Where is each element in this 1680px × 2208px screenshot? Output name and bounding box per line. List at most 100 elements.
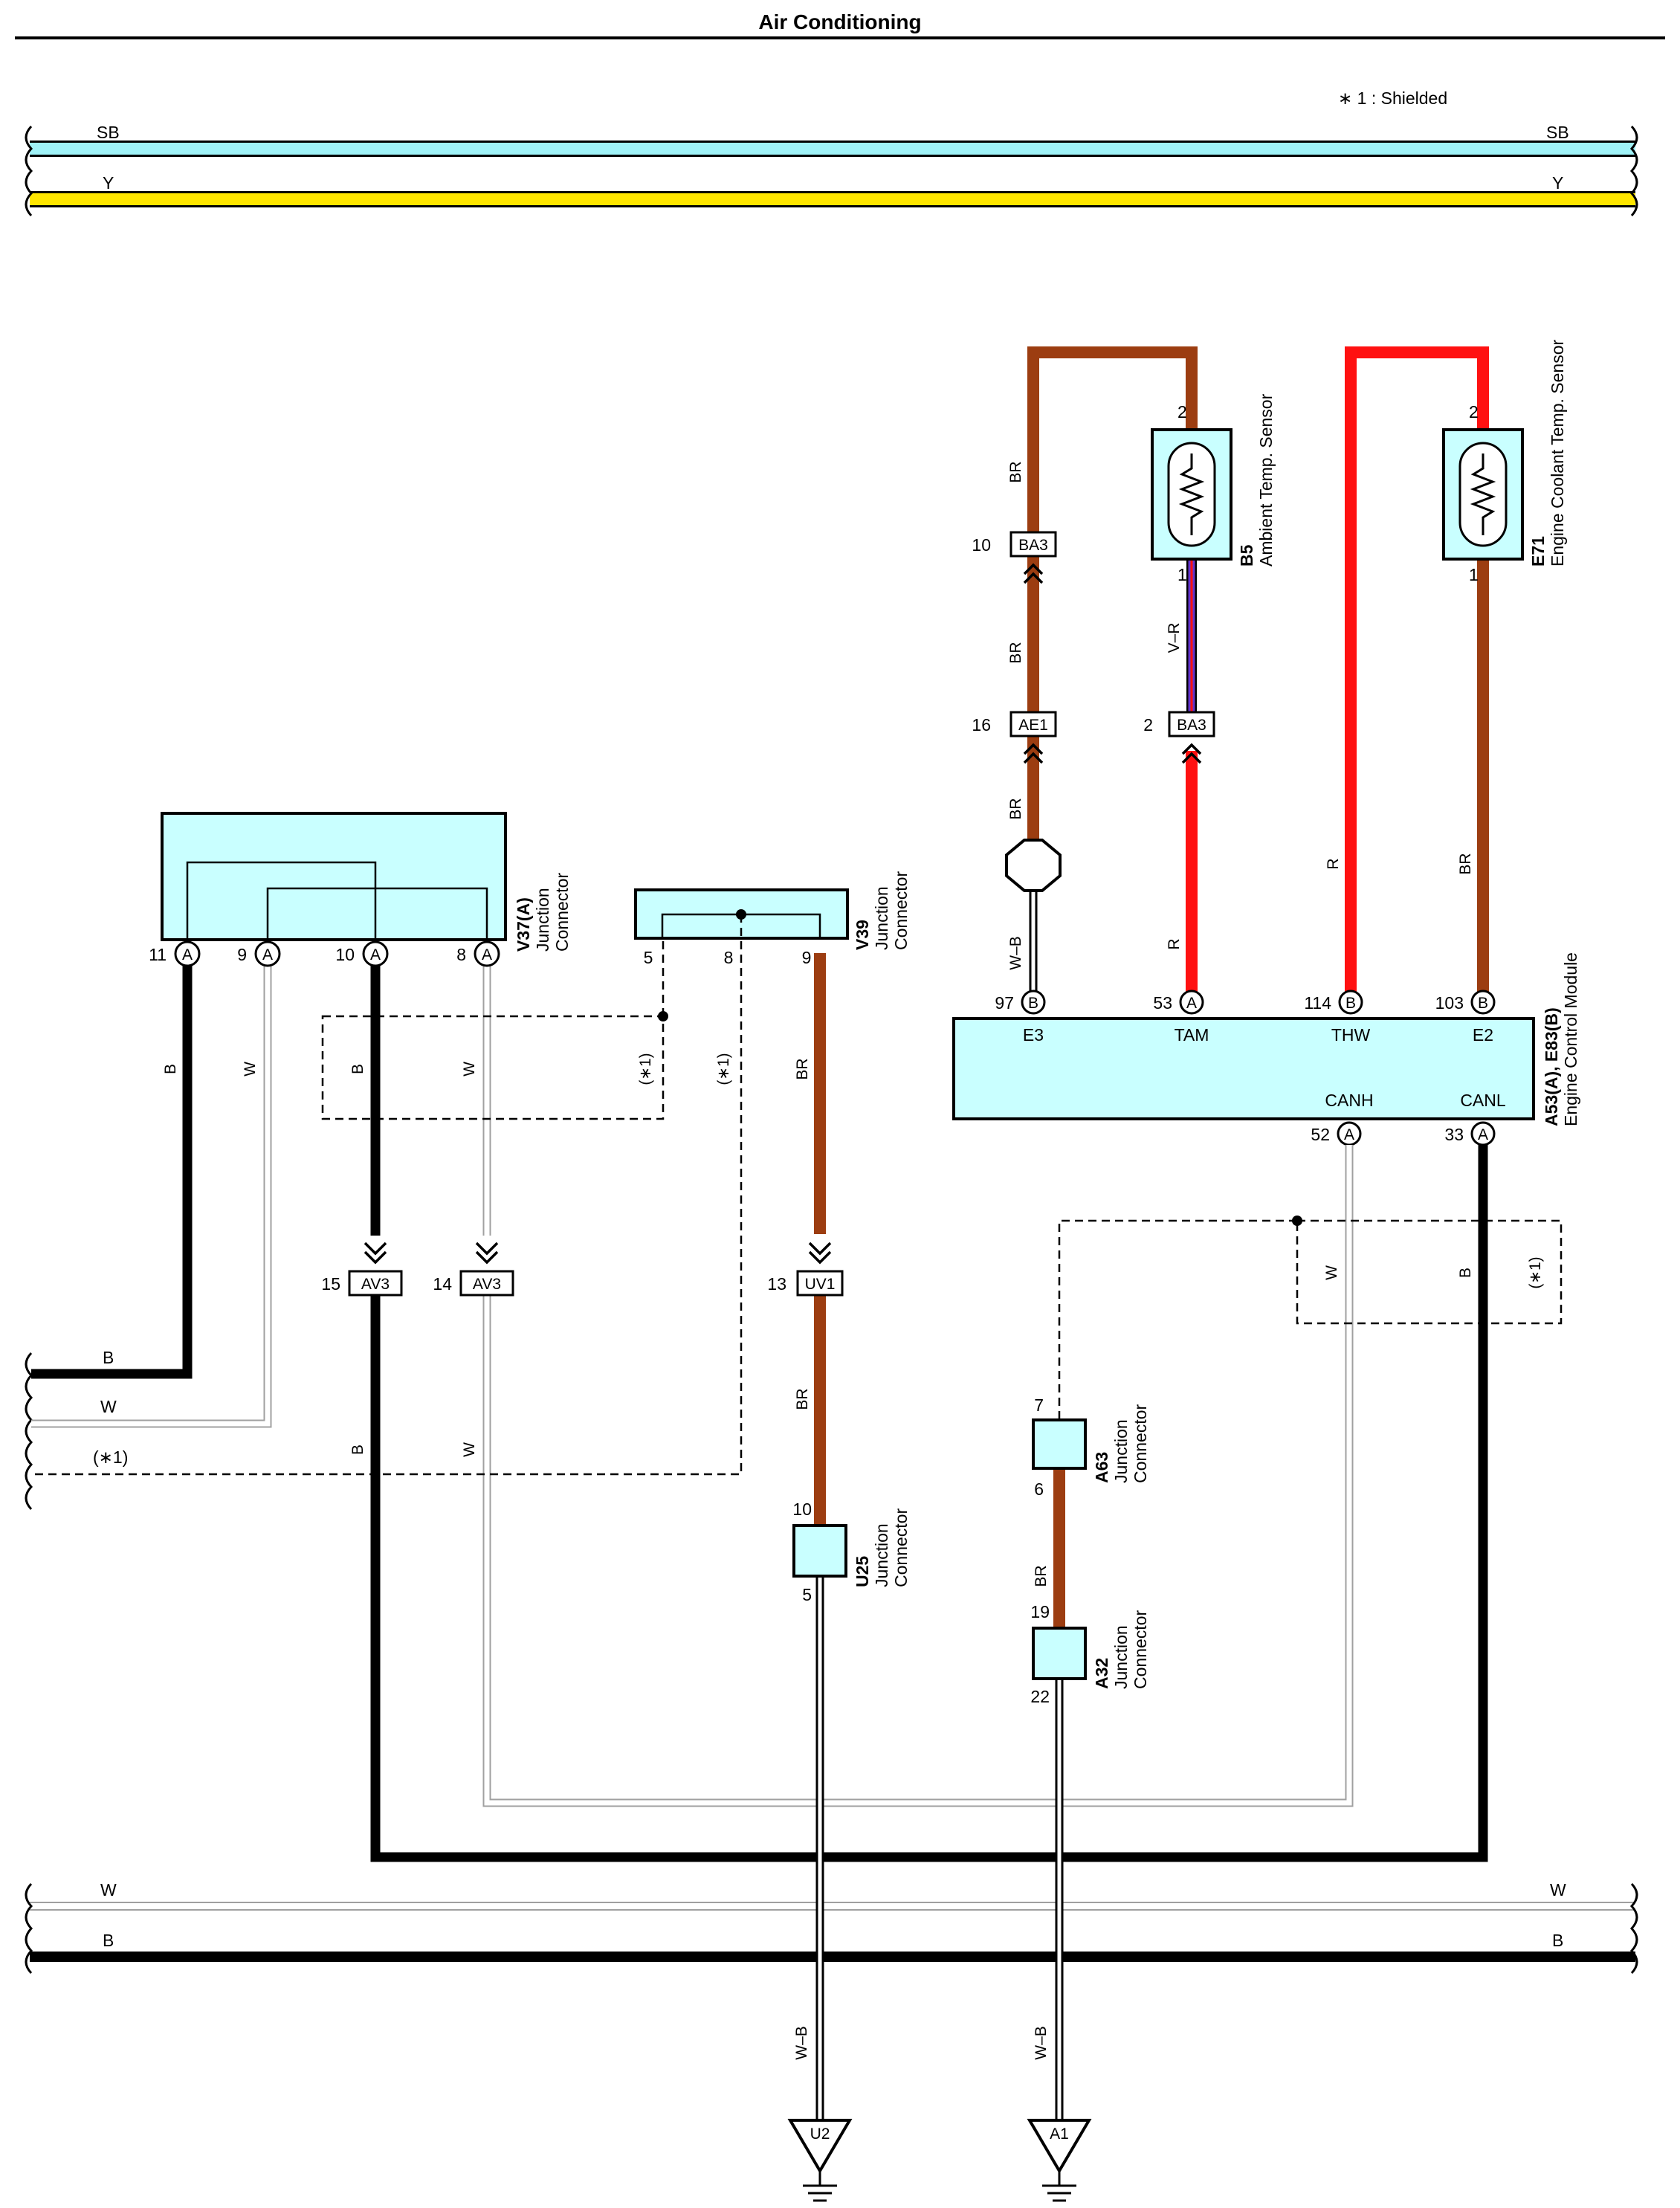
svg-text:U25: U25 [853, 1556, 872, 1587]
wire-label-w-pin9: W [242, 1062, 259, 1076]
svg-text:BA3: BA3 [1177, 717, 1206, 734]
left-wire-label-w: W [100, 1397, 117, 1416]
svg-text:Junction: Junction [533, 888, 552, 952]
svg-text:5: 5 [802, 1585, 812, 1604]
svg-text:15: 15 [321, 1274, 340, 1294]
svg-text:E3: E3 [1023, 1025, 1044, 1045]
svg-text:V39: V39 [853, 920, 872, 950]
b5-pin-bottom: 1 [1177, 565, 1187, 584]
svg-text:A: A [262, 946, 273, 963]
svg-text:BA3: BA3 [1018, 537, 1048, 554]
svg-text:114: 114 [1304, 993, 1331, 1013]
svg-text:A32: A32 [1092, 1658, 1111, 1689]
svg-text:Connector: Connector [1131, 1610, 1150, 1689]
wire-label-vr: V–R [1166, 623, 1183, 653]
svg-text:U2: U2 [810, 2125, 830, 2143]
e71-name: Engine Coolant Temp. Sensor [1548, 340, 1567, 566]
wire-break-left-bottom [25, 1882, 33, 1975]
svg-text:Engine Control Module: Engine Control Module [1561, 952, 1580, 1126]
svg-text:TAM: TAM [1175, 1025, 1209, 1045]
svg-text:Junction: Junction [1111, 1625, 1131, 1689]
wire-label-br-v39: BR [794, 1058, 811, 1079]
bus-sb-label-right: SB [1546, 123, 1569, 142]
svg-text:Connector: Connector [552, 873, 572, 952]
inline-connector-uv1: UV1 13 [767, 1242, 844, 1297]
svg-text:A: A [482, 946, 492, 963]
left-wire-label-b: B [103, 1348, 114, 1367]
junction-connector-a32: 19 22 A32 Junction Connector [1030, 1602, 1150, 1706]
svg-text:Connector: Connector [1131, 1404, 1150, 1483]
shield-box-ecm [1296, 1219, 1563, 1325]
wire-break-right-top [1629, 125, 1638, 217]
wire-label-shield-v39: (∗1) [715, 1053, 732, 1085]
wire-label-shield-v37: (∗1) [637, 1053, 654, 1085]
inline-connector-ba3-mid: BA3 2 [1143, 711, 1215, 764]
wire-label-shield-ecm: (∗1) [1527, 1256, 1544, 1288]
bus-y-label-right: Y [1552, 173, 1563, 193]
shield-junction-ecm [1292, 1216, 1302, 1226]
wire-break-left-top [25, 125, 33, 217]
svg-text:A: A [1478, 1126, 1488, 1143]
wire-w-canh-inner [484, 1145, 1352, 1806]
svg-text:AE1: AE1 [1018, 717, 1048, 734]
svg-text:A63: A63 [1092, 1452, 1111, 1483]
svg-text:A1: A1 [1050, 2125, 1069, 2143]
wire-label-br-2: BR [1007, 642, 1024, 663]
svg-text:10: 10 [335, 945, 355, 964]
svg-text:8: 8 [724, 948, 734, 967]
svg-text:6: 6 [1034, 1479, 1044, 1499]
wire-br-b5-loop [1027, 346, 1198, 881]
sensor-e71: 2 1 E71 Engine Coolant Temp. Sensor [1442, 340, 1567, 584]
svg-text:B: B [1345, 995, 1356, 1012]
svg-text:97: 97 [995, 993, 1014, 1013]
svg-text:Junction: Junction [872, 886, 891, 950]
svg-text:14: 14 [433, 1274, 452, 1294]
shield-box-v37 [321, 1015, 665, 1120]
wire-label-br-uv1: BR [794, 1388, 811, 1410]
svg-text:10: 10 [792, 1500, 812, 1519]
shield-line-v39 [31, 914, 743, 1476]
svg-text:8: 8 [456, 945, 466, 964]
svg-text:13: 13 [767, 1274, 786, 1294]
svg-text:B: B [1478, 995, 1488, 1012]
svg-text:A: A [182, 946, 193, 963]
svg-text:THW: THW [1331, 1025, 1371, 1045]
junction-connector-a63: 7 6 A63 Junction Connector [1032, 1395, 1150, 1499]
svg-text:Connector: Connector [891, 1508, 911, 1587]
svg-text:E2: E2 [1473, 1025, 1493, 1045]
svg-text:9: 9 [802, 948, 812, 967]
junction-connector-v37: A 11 A 9 A 10 A 8 V37(A) Junction Connec… [149, 812, 572, 967]
svg-text:103: 103 [1435, 993, 1464, 1013]
ground-a1: A1 [1027, 2119, 1092, 2202]
wire-w-pin9-inner [31, 954, 271, 1427]
wire-b-pin11 [31, 954, 193, 1379]
bus-w-label-right: W [1550, 1880, 1566, 1899]
wire-b-canl [370, 1145, 1488, 1862]
svg-text:Junction: Junction [1111, 1419, 1131, 1483]
engine-control-module: B 97 A 53 B 114 B 103 E3 TAM THW E2 CANH… [952, 952, 1580, 1146]
b5-pin-top: 2 [1177, 402, 1187, 422]
wire-w-pin9-outer [31, 954, 272, 1428]
bus-b-label-left: B [103, 1931, 114, 1950]
wire-label-b-pin11: B [162, 1064, 179, 1074]
svg-text:B: B [1028, 995, 1038, 1012]
wire-label-r-tam: R [1166, 938, 1183, 949]
bus-b-label-right: B [1552, 1931, 1563, 1950]
svg-text:A: A [370, 946, 381, 963]
svg-text:52: 52 [1311, 1125, 1330, 1144]
junction-connector-v39: 5 8 9 V39 Junction Connector [634, 871, 911, 967]
wire-break-right-bottom [1629, 1882, 1638, 1975]
svg-text:9: 9 [237, 945, 247, 964]
svg-text:10: 10 [972, 535, 991, 555]
svg-text:7: 7 [1034, 1395, 1044, 1415]
bus-y-label-left: Y [103, 173, 114, 193]
inline-connector-ba3-top: BA3 10 [972, 531, 1057, 584]
shield-drain-ecm [1058, 1219, 1297, 1420]
wire-label-br-a63: BR [1033, 1565, 1050, 1586]
wire-label-w-canh: W [1323, 1265, 1340, 1280]
svg-text:Junction: Junction [872, 1523, 891, 1587]
svg-text:A53(A), E83(B): A53(A), E83(B) [1542, 1007, 1561, 1126]
page-title: Air Conditioning [758, 10, 921, 33]
svg-text:33: 33 [1444, 1125, 1464, 1144]
